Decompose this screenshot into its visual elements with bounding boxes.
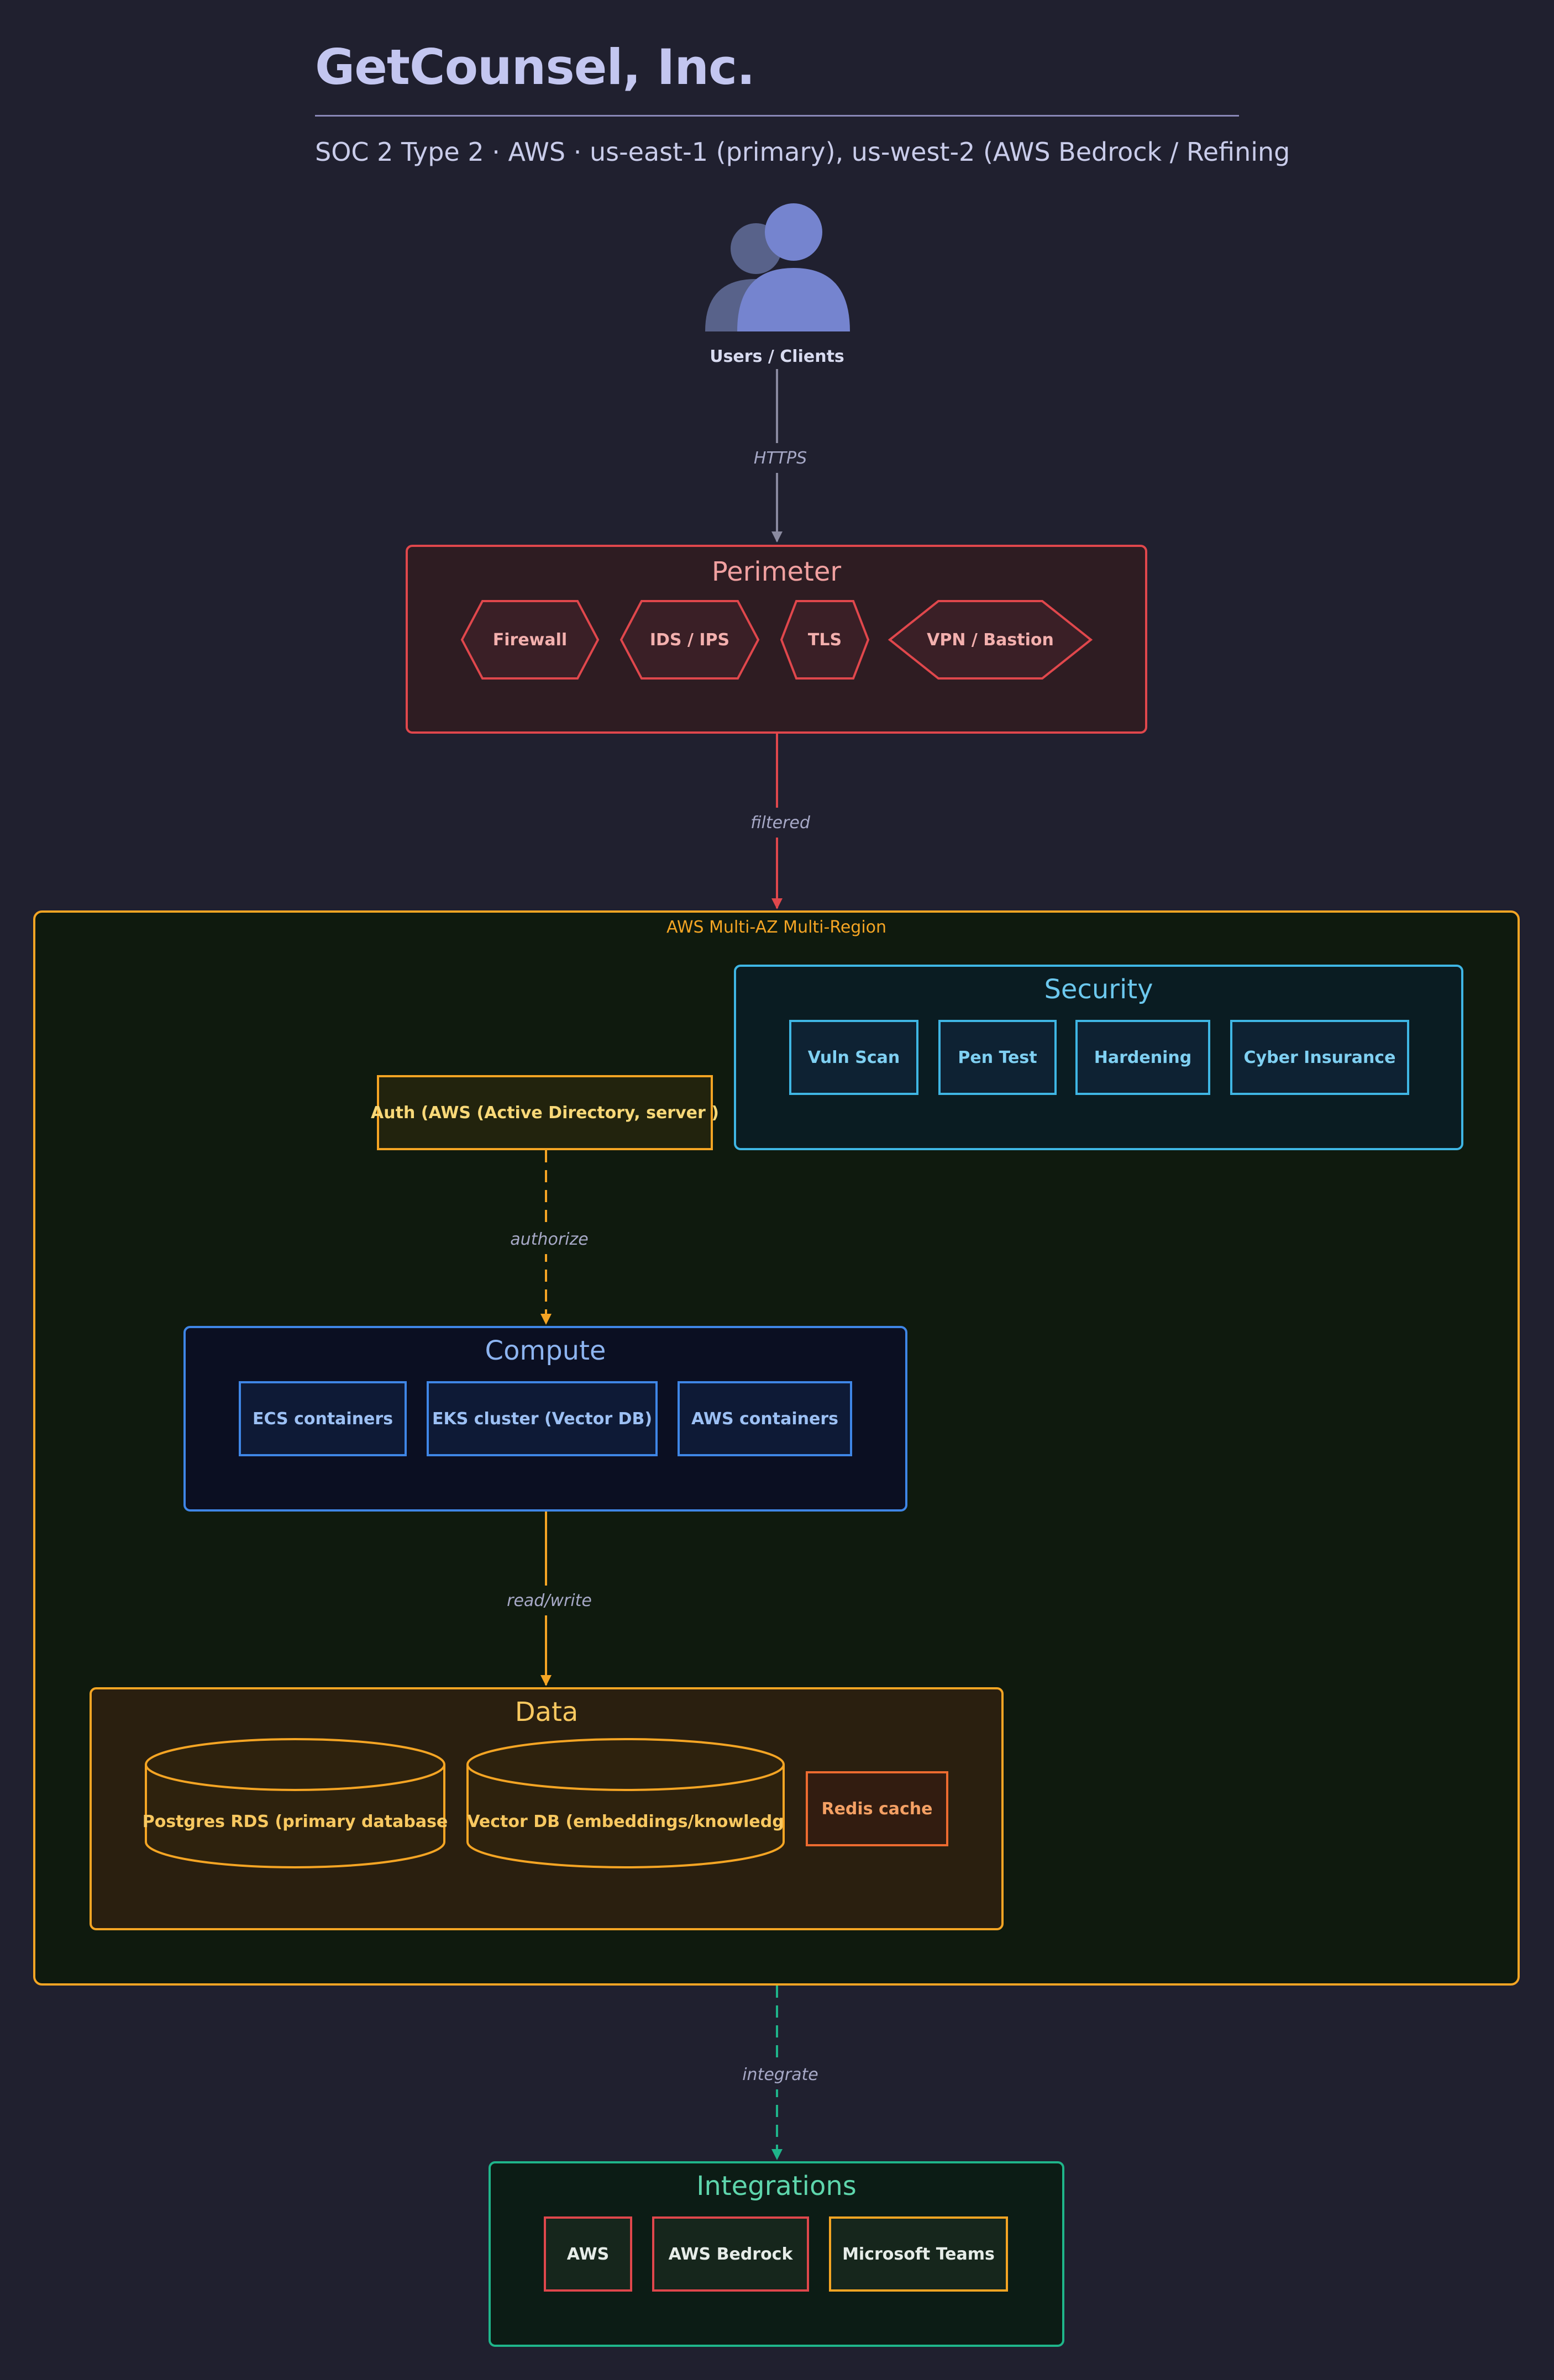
- data-postgres-label: Postgres RDS (primary database: [142, 1812, 448, 1831]
- page-subtitle: SOC 2 Type 2 · AWS · us-east-1 (primary)…: [315, 137, 1290, 167]
- perimeter-firewall-label: Firewall: [492, 630, 568, 650]
- title-divider: [315, 115, 1239, 117]
- integration-aws-bedrock-label: AWS Bedrock: [668, 2244, 793, 2264]
- data-redis-box: [806, 1771, 948, 1846]
- integration-aws-bedrock-box: [652, 2216, 809, 2292]
- integration-microsoft-teams-label: Microsoft Teams: [842, 2244, 995, 2264]
- auth-box: [377, 1075, 713, 1150]
- perimeter-tls-shape: [780, 600, 870, 680]
- edge-label-integrate: integrate: [716, 2060, 844, 2089]
- security-cyber-insurance-box: [1230, 1020, 1409, 1095]
- auth-label: Auth (AWS (Active Directory, server ): [371, 1103, 719, 1123]
- users-label: Users / Clients: [710, 346, 844, 366]
- integration-aws-box: [544, 2216, 632, 2292]
- compute-ecs-label: ECS containers: [252, 1409, 393, 1429]
- data-vector-db-cylinder: [466, 1738, 785, 1868]
- compute-aws-containers-label: AWS containers: [691, 1409, 838, 1429]
- compute-eks-label: EKS cluster (Vector DB): [432, 1409, 653, 1429]
- security-vuln-scan-box: [789, 1020, 918, 1095]
- data-redis-label: Redis cache: [821, 1799, 933, 1819]
- security-vuln-scan-label: Vuln Scan: [807, 1047, 900, 1067]
- perimeter-tls-label: TLS: [807, 630, 842, 650]
- security-pen-test-label: Pen Test: [958, 1047, 1037, 1067]
- security-cyber-insurance-label: Cyber Insurance: [1243, 1047, 1396, 1067]
- compute-eks-box: [427, 1381, 658, 1456]
- compute-ecs-box: [239, 1381, 407, 1456]
- data-vector-db-label: Vector DB (embeddings/knowledg: [467, 1812, 784, 1831]
- perimeter-ids-ips-label: IDS / IPS: [649, 630, 730, 650]
- security-hardening-label: Hardening: [1094, 1047, 1192, 1067]
- perimeter-title: Perimeter: [711, 556, 842, 587]
- perimeter-vpn-bastion-label: VPN / Bastion: [927, 630, 1054, 650]
- security-pen-test-box: [938, 1020, 1057, 1095]
- users-icon: [705, 203, 850, 331]
- edge-label-https: HTTPS: [716, 443, 844, 473]
- edge-label-read-write: read/write: [485, 1586, 613, 1615]
- edge-label-authorize: authorize: [485, 1224, 613, 1254]
- compute-title: Compute: [485, 1335, 606, 1366]
- integrations-title: Integrations: [696, 2171, 857, 2202]
- perimeter-vpn-bastion-shape: [888, 600, 1093, 680]
- page-title: GetCounsel, Inc.: [315, 39, 755, 96]
- data-title: Data: [514, 1697, 579, 1728]
- perimeter-group: [406, 545, 1147, 734]
- security-title: Security: [1044, 974, 1153, 1005]
- integration-microsoft-teams-box: [829, 2216, 1008, 2292]
- aws-group-label: AWS Multi-AZ Multi-Region: [666, 917, 887, 937]
- compute-aws-containers-box: [678, 1381, 852, 1456]
- data-postgres-cylinder: [145, 1738, 445, 1868]
- perimeter-ids-ips-shape: [620, 600, 760, 680]
- security-hardening-box: [1075, 1020, 1210, 1095]
- edge-label-filtered: filtered: [716, 808, 844, 838]
- integration-aws-label: AWS: [566, 2244, 610, 2264]
- perimeter-firewall-shape: [460, 600, 600, 680]
